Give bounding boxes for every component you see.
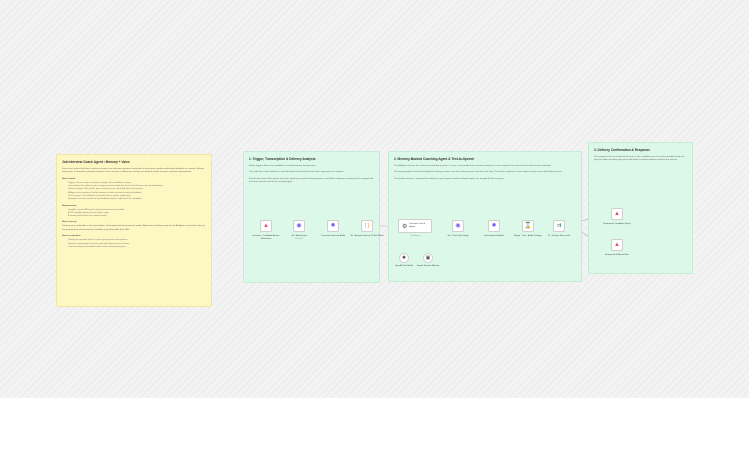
customize-heading: How to customize xyxy=(62,235,81,238)
respond-to-candidate-node[interactable]: ▲ xyxy=(611,208,623,220)
list-item: Trigger: a form accepts an audio recordi… xyxy=(68,182,206,185)
step2-text: The agent produces structured feedback c… xyxy=(394,171,563,174)
list-item: Delivery analysis: filler words, pace an… xyxy=(68,188,206,191)
code-icon: { } xyxy=(364,223,370,229)
step1-text: A form trigger collects the candidate's … xyxy=(249,165,316,167)
set-audio-input-label: Set · Audio Input xyxy=(291,235,307,237)
text-to-speech-node[interactable]: ✹ xyxy=(488,220,500,232)
prep-voice-reply-node[interactable]: ◉ xyxy=(452,220,464,232)
prep-voice-reply-label: Set · Prep Voice Reply xyxy=(447,235,469,237)
how-it-works-list: Trigger: a form accepts an audio recordi… xyxy=(62,182,206,202)
openai-icon: ✹ xyxy=(491,223,497,229)
agent-title: Interview Coach Agent xyxy=(409,223,426,228)
step3-title: 3. Delivery Confirmation & Response xyxy=(594,148,650,152)
list-item: Transcription: the audio is sent to a sp… xyxy=(68,185,206,188)
agent-subtitle: Tools Agent xyxy=(410,235,420,237)
list-item: Tune the delivery thresholds for filler … xyxy=(68,246,206,249)
step1-title: 1. Trigger, Transcription & Delivery Ana… xyxy=(249,157,316,161)
step3-text: The merged result is returned to the for… xyxy=(594,156,685,162)
edit-icon: ◉ xyxy=(455,223,461,229)
form-response-icon: ▲ xyxy=(614,242,620,248)
list-item: A TTS capable provider for the spoken re… xyxy=(68,212,206,215)
form-trigger-node[interactable]: ▲ xyxy=(260,220,272,232)
openai-icon: ✹ xyxy=(401,255,407,261)
if-delivery-node[interactable]: ⇉ xyxy=(553,220,565,232)
if-delivery-label: IF · Delivery Successful xyxy=(548,235,570,237)
list-item: Swap the memory type to persist coaching… xyxy=(68,243,206,246)
robot-icon: ⚙ xyxy=(402,223,408,230)
how-it-works-heading: How it works xyxy=(62,177,76,180)
step3-sticky-note[interactable]: 3. Delivery Confirmation & Response The … xyxy=(588,142,693,274)
chat-model-label: OpenAI Chat Model xyxy=(394,265,414,267)
text-to-speech-label: Text-to-Speech Audio xyxy=(484,235,504,237)
interview-coach-agent-node[interactable]: ⚙ Interview Coach Agent xyxy=(398,219,432,233)
step1-text: A code step counts filler words, measure… xyxy=(249,177,374,184)
form-trigger-label: Interview · Candidate Answer Submission xyxy=(252,235,280,240)
branch-icon: ⇉ xyxy=(556,223,562,229)
memory-icon: ▣ xyxy=(425,255,431,261)
setup-text: Connect your credentials in the transcri… xyxy=(62,225,206,231)
openai-icon: ✹ xyxy=(330,223,336,229)
respond-fallback-node[interactable]: ▲ xyxy=(611,239,623,251)
step2-sticky-note[interactable]: 2. Memory-Backed Coaching Agent & Text-t… xyxy=(388,151,582,282)
chat-model-node[interactable]: ✹ xyxy=(399,253,409,263)
list-item: OpenAI or similar API key for speech-to-… xyxy=(68,209,206,212)
customize-list: Change the question bank or let the agen… xyxy=(62,239,206,249)
set-audio-input-subtitle: Set fields xyxy=(295,238,303,240)
step2-title: 2. Memory-Backed Coaching Agent & Text-t… xyxy=(394,157,475,161)
setup-heading: How to set up xyxy=(62,221,77,224)
session-memory-node[interactable]: ▣ xyxy=(423,253,433,263)
merge-package-node[interactable]: ⌛ xyxy=(522,220,534,232)
list-item: Change the question bank or let the agen… xyxy=(68,239,206,242)
respond-fallback-label: Respond to Fallback Note xyxy=(605,254,629,256)
list-item: AI Agent: uses memory of earlier answers… xyxy=(68,192,206,195)
session-memory-label: Simple Session Memory xyxy=(416,265,440,267)
transcribe-audio-label: Transcribe Interview Audio xyxy=(320,235,346,237)
respond-to-candidate-label: Respond to Candidate (Form) xyxy=(603,223,631,225)
overview-intro: A voice-first coach that takes a spoken … xyxy=(62,168,204,174)
list-item: Text-to-speech: the feedback is converte… xyxy=(68,195,206,198)
overview-sticky-note[interactable]: Job Interview Coach Agent • Memory + Voi… xyxy=(56,154,212,307)
upload-icon: ◉ xyxy=(296,223,302,229)
merge-icon: ⌛ xyxy=(524,223,532,229)
form-response-icon: ▲ xyxy=(614,211,620,217)
requirements-list: OpenAI or similar API key for speech-to-… xyxy=(62,209,206,219)
analyze-delivery-node[interactable]: { } xyxy=(361,220,373,232)
list-item: A memory backend for the session history… xyxy=(68,215,206,218)
step2-text: The spoken version is converted to audio… xyxy=(394,177,505,180)
set-audio-input-node[interactable]: ◉ xyxy=(293,220,305,232)
step1-sticky-note[interactable]: 1. Trigger, Transcription & Delivery Ana… xyxy=(243,151,380,283)
analyze-delivery-label: JS · Analyze Delivery & Filler Words xyxy=(350,235,384,237)
merge-package-label: Merge · Text + Audio Package xyxy=(514,235,542,237)
transcribe-audio-node[interactable]: ✹ xyxy=(327,220,339,232)
step2-text: The AI Agent receives the transcript and… xyxy=(394,165,552,167)
list-item: Response: the form returns the text feed… xyxy=(68,198,206,201)
requirements-heading: Requirements xyxy=(62,204,77,207)
form-trigger-icon: ▲ xyxy=(263,223,269,229)
step1-text: The audio file is transcribed by a speec… xyxy=(249,171,345,174)
overview-title: Job Interview Coach Agent • Memory + Voi… xyxy=(62,160,130,164)
